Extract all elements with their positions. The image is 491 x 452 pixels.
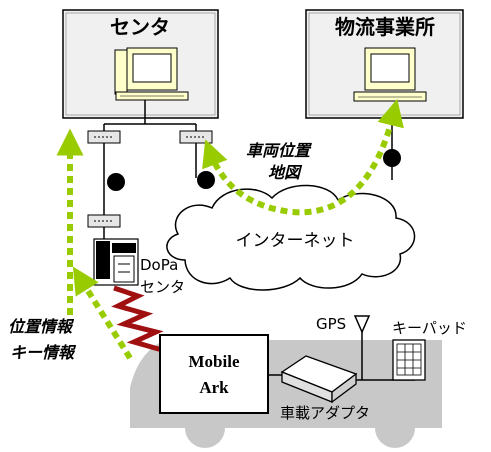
dopa-label-2: センタ — [140, 278, 185, 296]
mobile-ark-box — [159, 334, 269, 414]
hub-icon — [87, 130, 121, 144]
gps-label: GPS — [316, 315, 346, 333]
router-node — [107, 173, 125, 191]
position-info-label: 位置情報 — [8, 317, 75, 336]
wireless-link — [111, 285, 164, 353]
pc-icon — [353, 47, 427, 102]
center-label: センタ — [110, 15, 170, 39]
position-info-arrow — [72, 266, 133, 360]
pc-icon — [114, 47, 189, 101]
router-node — [383, 149, 401, 167]
dopa-label-1: DoPa — [140, 256, 178, 274]
gps-antenna-icon — [353, 315, 371, 334]
internet-label: インターネット — [236, 231, 355, 251]
logistics-label: 物流事業所 — [335, 15, 435, 39]
mobile-ark-label-1: Mobile — [189, 352, 240, 371]
key-info-label: キー情報 — [10, 343, 77, 362]
vehicle-position-label-1: 車両位置 — [246, 141, 312, 160]
vehicle-position-label-2: 地図 — [268, 163, 303, 182]
modem-icon — [87, 214, 121, 228]
mobile-ark-label-2: Ark — [199, 378, 229, 397]
adapter-icon — [280, 355, 358, 404]
adapter-label: 車載アダプタ — [280, 404, 370, 422]
dopa-terminal-icon — [93, 238, 139, 286]
router-node — [197, 171, 215, 189]
vehicle-position-arrow — [202, 98, 404, 216]
keypad-label: キーパッド — [392, 319, 467, 337]
cloud-icon — [166, 184, 416, 291]
keypad-icon — [392, 339, 426, 381]
hub-icon — [179, 130, 213, 144]
